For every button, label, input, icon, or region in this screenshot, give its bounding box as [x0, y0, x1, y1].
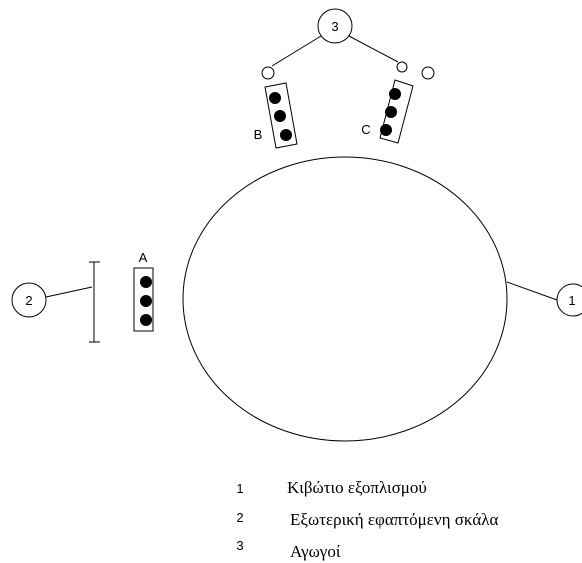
legend: 1 Κιβώτιο εξοπλισμού 2 Εξωτερική εφαπτόμ…: [236, 478, 498, 561]
group-c-box: [379, 79, 414, 144]
group-a-dot: [140, 314, 152, 326]
callout-1-number: 1: [568, 293, 575, 308]
group-c-label: C: [361, 122, 370, 137]
callout-3-leader-right: [348, 35, 399, 63]
group-b-box: [264, 82, 298, 149]
empty-conductor: [421, 66, 435, 80]
callout-3-number: 3: [331, 19, 338, 34]
empty-conductor: [396, 61, 408, 73]
group-a-dot: [140, 295, 152, 307]
callout-1-circle: [556, 283, 582, 317]
callout-3-leader-left: [271, 35, 322, 67]
group-c-dot: [389, 88, 401, 100]
group-a-label: A: [139, 250, 148, 265]
legend-text-2: Εξωτερική εφαπτόμενη σκάλα: [290, 510, 498, 529]
legend-text-1: Κιβώτιο εξοπλισμού: [287, 478, 427, 497]
legend-number-1: 1: [236, 481, 243, 496]
group-a-dot: [140, 276, 152, 288]
group-b-label: B: [254, 127, 263, 142]
callout-2-leader: [45, 286, 93, 298]
group-c-dot: [385, 106, 397, 118]
group-c-dot: [380, 124, 392, 136]
callout-2-number: 2: [25, 293, 32, 308]
equipment-box-circle: [182, 156, 508, 442]
legend-number-3: 3: [236, 538, 243, 553]
group-a-box: [133, 267, 154, 332]
group-b-dot: [280, 129, 292, 141]
callout-2-circle: [11, 282, 47, 318]
legend-number-2: 2: [236, 510, 243, 525]
group-b-dot: [274, 110, 286, 122]
empty-conductor: [261, 66, 275, 80]
callout-1-leader: [506, 281, 558, 301]
callout-3-circle: [317, 8, 353, 44]
legend-text-3: Αγωγοί: [290, 542, 341, 561]
group-b-dot: [269, 92, 281, 104]
